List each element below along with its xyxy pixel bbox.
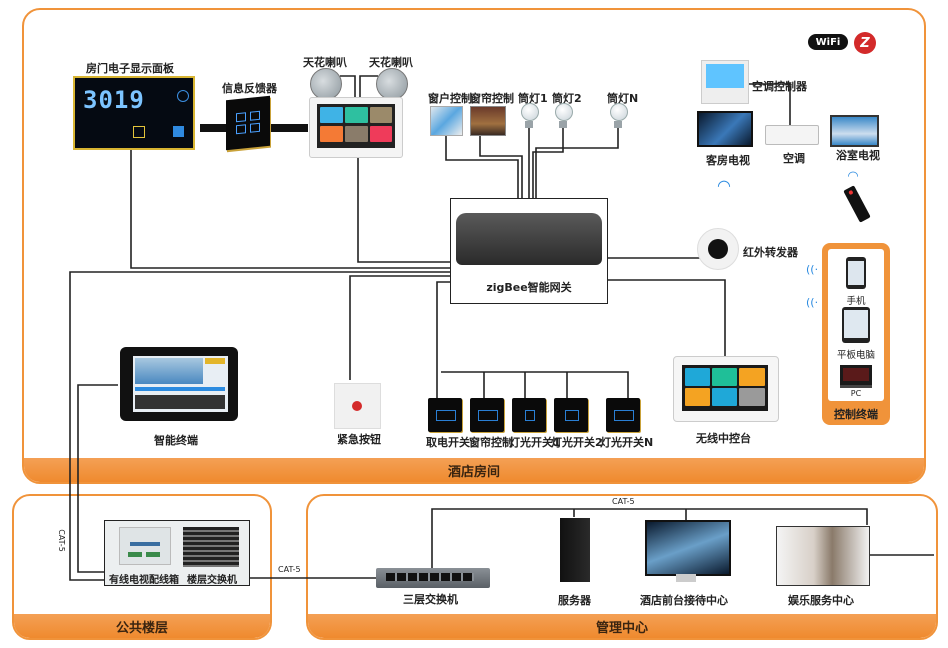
ir-repeater	[697, 228, 739, 270]
floor-switch-label: 楼层交换机	[187, 575, 237, 586]
status-icons	[133, 126, 187, 138]
phone-label: 手机	[846, 296, 866, 307]
power-switch-label: 取电开关	[426, 436, 470, 449]
light-switch-1	[512, 398, 546, 432]
cat5-vertical-label: CAT-5	[56, 529, 66, 552]
light-1-label: 筒灯1	[518, 92, 548, 105]
entertainment-label: 娱乐服务中心	[788, 594, 854, 607]
light-n-label: 筒灯N	[607, 92, 639, 105]
curtain-switch-label: 窗帘控制	[469, 436, 513, 449]
air-conditioner	[765, 125, 819, 145]
person-icon	[177, 90, 189, 102]
ceiling-speaker-2-label: 天花喇叭	[369, 56, 413, 69]
room-control-tablet	[309, 97, 403, 158]
room-number: 3019	[83, 86, 145, 114]
bathroom-tv	[830, 115, 879, 147]
wireless-signal-icon-1: ((·	[806, 263, 819, 276]
wireless-signal-icon-2: ((·	[806, 296, 819, 309]
ac-label: 空调	[783, 152, 805, 165]
distribution-box-label: 有线电视配线箱	[109, 575, 179, 586]
zone-management-title: 管理中心	[308, 614, 936, 638]
control-terminals-title: 控制终端	[834, 408, 878, 421]
light-switch-n	[606, 398, 640, 432]
core-switch	[376, 568, 490, 588]
reception-monitor	[645, 520, 731, 576]
light-switch-2	[554, 398, 588, 432]
floor-switch-icon	[183, 527, 239, 567]
door-display-panel: 3019	[73, 76, 195, 150]
monitor-stand	[676, 574, 696, 582]
wifi-signal-icon-2: ◠	[847, 169, 859, 184]
feedback-label: 信息反馈器	[222, 82, 277, 95]
zone-public-floor-title: 公共楼层	[14, 614, 270, 638]
wifi-logo: WiFi	[808, 34, 848, 50]
control-terminals-panel: 手机 平板电脑 PC 控制终端	[822, 243, 890, 425]
ceiling-speaker-1	[310, 68, 342, 100]
zigbee-gateway: zigBee智能网关	[450, 198, 608, 304]
living-room-tv	[697, 111, 753, 147]
phone-icon	[846, 257, 866, 289]
server-label: 服务器	[558, 594, 591, 607]
tablet-icon	[842, 307, 870, 343]
ir-repeater-label: 红外转发器	[743, 246, 798, 259]
wifi-signal-icon: ◠	[717, 176, 731, 195]
ceiling-speaker-2	[376, 68, 408, 100]
light-2-label: 筒灯2	[552, 92, 582, 105]
pc-label: PC	[850, 389, 862, 398]
distribution-box-icon	[119, 527, 171, 565]
pc-icon	[840, 365, 872, 388]
reception-label: 酒店前台接待中心	[640, 594, 728, 607]
core-switch-label: 三层交换机	[403, 593, 458, 606]
living-room-tv-label: 客房电视	[706, 154, 750, 167]
wireless-console	[673, 356, 779, 422]
wireless-console-label: 无线中控台	[696, 432, 751, 445]
emergency-button[interactable]	[334, 383, 381, 429]
curtain-control-device	[470, 106, 506, 136]
light-bulb-1-icon	[521, 103, 539, 128]
window-control-label: 窗户控制	[428, 92, 472, 105]
feedback-device	[226, 95, 270, 151]
bathroom-tv-label: 浴室电视	[836, 149, 880, 162]
light-switch-1-label: 灯光开关1	[509, 436, 561, 449]
curtain-switch	[470, 398, 504, 432]
ceiling-speaker-1-label: 天花喇叭	[303, 56, 347, 69]
cat5-mgmt-label: CAT-5	[612, 497, 635, 506]
gateway-label: zigBee智能网关	[486, 281, 572, 294]
smart-terminal-label: 智能终端	[154, 434, 198, 447]
gateway-box-icon	[456, 213, 602, 265]
floor-equipment-box: 有线电视配线箱 楼层交换机	[104, 520, 250, 586]
server-tower	[560, 518, 590, 582]
ac-controller-label: 空调控制器	[752, 80, 807, 93]
smart-terminal	[120, 347, 238, 421]
tablet-label: 平板电脑	[836, 350, 875, 361]
door-panel-label: 房门电子显示面板	[86, 62, 174, 75]
light-bulb-n-icon	[610, 103, 628, 128]
light-switch-2-label: 灯光开关2	[551, 436, 603, 449]
zone-hotel-room-title: 酒店房间	[24, 458, 924, 482]
window-control-device	[430, 106, 463, 136]
light-bulb-2-icon	[555, 103, 573, 128]
light-switch-n-label: 灯光开关N	[600, 436, 654, 449]
entertainment-center-image	[776, 526, 870, 586]
power-switch	[428, 398, 462, 432]
ac-controller-device	[701, 60, 749, 104]
curtain-control-label: 窗帘控制	[470, 92, 514, 105]
cat5-uplink-label: CAT-5	[278, 565, 301, 574]
emergency-button-label: 紧急按钮	[337, 433, 381, 446]
zigbee-logo: Z	[854, 32, 876, 54]
